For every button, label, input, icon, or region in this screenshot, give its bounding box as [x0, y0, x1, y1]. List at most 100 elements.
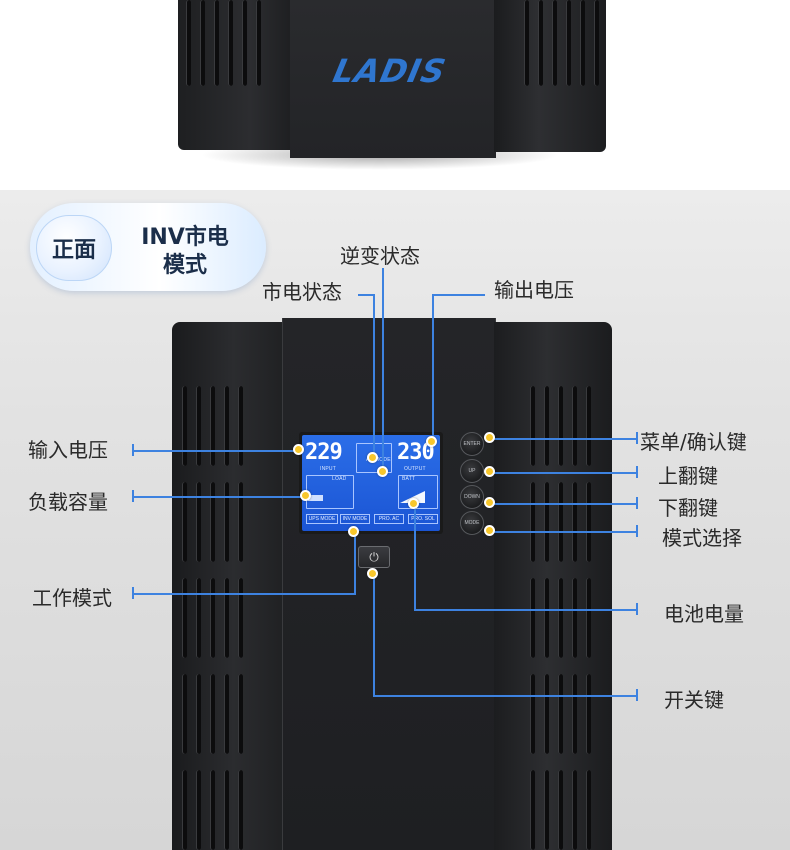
brand-logo: LADIS	[329, 52, 450, 90]
vent-slot	[530, 386, 535, 466]
lcd-load-bar	[308, 495, 323, 501]
vent-slot	[558, 482, 563, 562]
vent-slot	[544, 578, 549, 658]
vent-slot	[238, 482, 243, 562]
lcd-mode-tab: PRO. SOL	[408, 514, 438, 524]
vent-slot	[182, 482, 187, 562]
input-voltage-line	[134, 450, 298, 452]
vent-slot	[544, 770, 549, 850]
page-down-label: 下翻键	[658, 496, 718, 520]
work-mode-line-v	[354, 533, 356, 593]
work-mode-dot	[348, 526, 359, 537]
lcd-input-label: INPUT	[320, 466, 336, 472]
work-mode-label: 工作模式	[32, 586, 112, 610]
lcd-batt-box	[398, 475, 438, 509]
power-line-h	[373, 695, 636, 697]
vent-slot	[210, 482, 215, 562]
top-unit-right-panel	[494, 0, 606, 152]
vent-slot	[586, 482, 591, 562]
lcd-mode-tab: INV MODE	[340, 514, 370, 524]
work-mode-cap	[132, 587, 134, 599]
power-button[interactable]: ⏻	[358, 546, 390, 568]
vent-slot	[538, 0, 543, 86]
page-up-cap	[636, 466, 638, 478]
page-up-dot	[484, 466, 495, 477]
vent-slot	[182, 578, 187, 658]
lcd-load-box	[306, 475, 354, 509]
vent-slot	[242, 0, 247, 86]
ups-right-panel	[494, 322, 612, 850]
mode-button[interactable]: MODE	[460, 511, 484, 535]
load-capacity-dot	[300, 490, 311, 501]
work-mode-line-h	[134, 593, 356, 595]
top-unit-front-panel	[290, 0, 496, 158]
mode-select-label: 模式选择	[662, 526, 742, 550]
menu-confirm-dot	[484, 432, 495, 443]
vent-slot	[210, 770, 215, 850]
badge-front-circle	[36, 215, 112, 281]
menu-confirm-cap	[636, 432, 638, 444]
mode-select-dot	[484, 525, 495, 536]
menu-confirm-label: 菜单/确认键	[640, 430, 747, 454]
menu-confirm-line	[490, 438, 636, 440]
vent-slot	[210, 578, 215, 658]
vent-slot	[558, 386, 563, 466]
battery-cap	[636, 603, 638, 615]
up-button[interactable]: UP	[460, 459, 484, 483]
input-voltage-label: 输入电压	[28, 438, 108, 462]
vent-slot	[224, 482, 229, 562]
mode-select-line	[490, 531, 636, 533]
badge-mode-line1: INV市电	[141, 225, 229, 250]
inverter-status-line	[382, 268, 384, 468]
vent-slot	[530, 770, 535, 850]
badge-mode-line2: 模式	[162, 253, 207, 278]
vent-slot	[572, 578, 577, 658]
vent-slot	[200, 0, 205, 86]
vent-slot	[586, 386, 591, 466]
vent-slot	[256, 0, 261, 86]
load-capacity-label: 负载容量	[28, 490, 108, 514]
vent-slot	[558, 578, 563, 658]
lcd-mode-tab: UPS MODE	[306, 514, 338, 524]
vent-slot	[530, 578, 535, 658]
vent-slot	[552, 0, 557, 86]
vent-slot	[586, 674, 591, 754]
output-voltage-line-v	[432, 294, 434, 440]
mains-status-line-h	[358, 294, 374, 296]
page-down-line	[490, 503, 636, 505]
page-up-label: 上翻键	[658, 464, 718, 488]
vent-slot	[572, 770, 577, 850]
vent-slot	[182, 674, 187, 754]
power-switch-dot	[367, 568, 378, 579]
lcd-mode-tab: PRO. AC	[374, 514, 404, 524]
page-down-dot	[484, 497, 495, 508]
lcd-screen: 229 INPUT 230 OUTPUT AC MODE LOAD BATT U…	[302, 435, 440, 531]
enter-button[interactable]: ENTER	[460, 432, 484, 456]
output-voltage-label: 输出电压	[494, 278, 574, 302]
vent-slot	[530, 482, 535, 562]
vent-slot	[238, 578, 243, 658]
vent-slot	[530, 674, 535, 754]
input-voltage-cap	[132, 444, 134, 456]
vent-slot	[196, 482, 201, 562]
ups-left-panel	[172, 322, 284, 850]
output-voltage-line-h	[433, 294, 485, 296]
top-unit-left-panel	[178, 0, 298, 150]
vent-slot	[594, 0, 599, 86]
inverter-status-label: 逆变状态	[340, 244, 420, 268]
lcd-ac-label: AC MODE	[366, 457, 391, 463]
vent-slot	[566, 0, 571, 86]
battery-line-v	[414, 504, 416, 610]
vent-slot	[196, 386, 201, 466]
down-button[interactable]: DOWN	[460, 485, 484, 509]
vent-slot	[572, 674, 577, 754]
page-up-line	[490, 472, 636, 474]
lcd-batt-label: BATT	[402, 476, 416, 482]
vent-slot	[224, 770, 229, 850]
vent-slot	[572, 482, 577, 562]
vent-slot	[238, 770, 243, 850]
vent-slot	[210, 674, 215, 754]
vent-slot	[182, 770, 187, 850]
vent-slot	[182, 386, 187, 466]
mains-status-dot	[367, 452, 378, 463]
